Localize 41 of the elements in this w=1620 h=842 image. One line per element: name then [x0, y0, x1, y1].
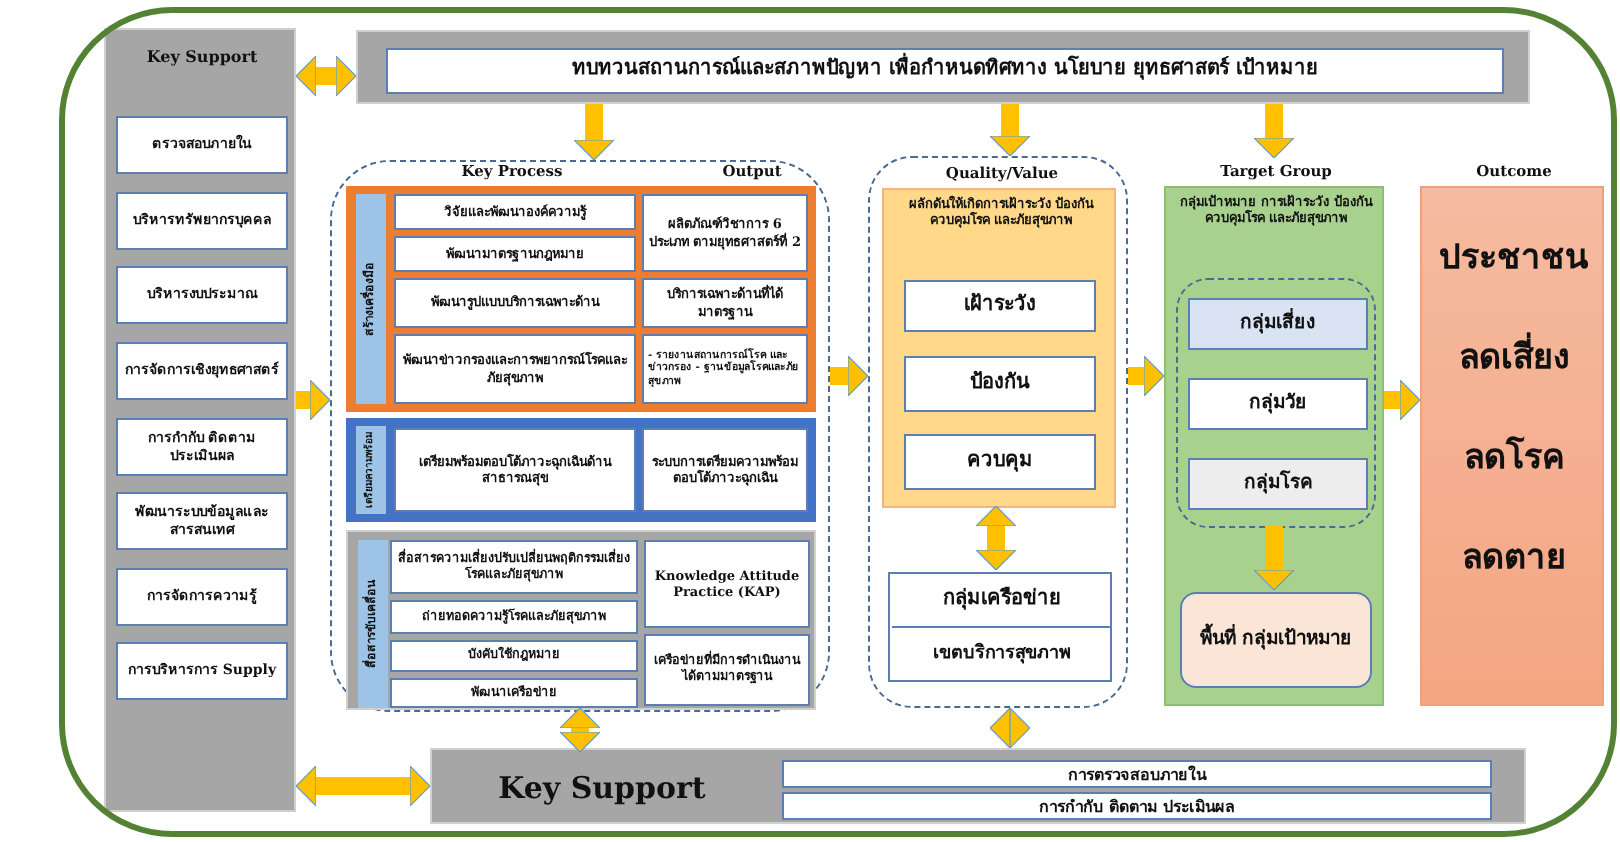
group-box: กลุ่มโรค [1188, 458, 1368, 510]
network-text: กลุ่มเครือข่าย [892, 576, 1112, 628]
value-box: ควบคุม [904, 434, 1096, 490]
group-box: กลุ่มวัย [1188, 378, 1368, 430]
outcome-text: ลดตาย [1460, 538, 1568, 582]
arrow [1384, 379, 1421, 421]
arrow [573, 104, 615, 161]
double-arrow [990, 708, 1030, 748]
arrow [296, 379, 331, 421]
side-panel [104, 28, 296, 812]
dashed-group [868, 156, 1128, 708]
support-band [430, 748, 1526, 824]
process-panel [346, 186, 816, 412]
banner-text: ทบทวนสถานการณ์และสภาพปัญหา เพื่อกำหนดทิศทาง นโยบาย ยุทธศาสตร์ เป้าหมาย [386, 48, 1504, 94]
band-heading: Key Support [496, 767, 708, 810]
process-panel [346, 530, 816, 710]
double-arrow [559, 707, 601, 753]
area-box: พื้นที่ กลุ่มเป้าหมาย [1180, 592, 1372, 688]
value-panel [882, 188, 1116, 508]
support-cell: การกำกับ ติดตาม ประเมินผล [782, 792, 1492, 820]
double-arrow [295, 765, 431, 807]
arrow [1128, 355, 1165, 397]
double-arrow [975, 505, 1017, 571]
banner-panel [356, 30, 1530, 104]
dashed-group [330, 160, 830, 712]
double-arrow [295, 55, 357, 97]
network-box [888, 572, 1112, 682]
process-panel [346, 418, 816, 522]
panel-heading: Key Support [144, 46, 260, 70]
arrow [989, 104, 1031, 157]
outcome-text: ลดโรค [1462, 438, 1566, 482]
network-text: เขตบริการสุขภาพ [931, 640, 1073, 669]
arrow [1253, 104, 1295, 159]
outcome-text: ประชาชน [1437, 238, 1591, 282]
group-box: กลุ่มเสี่ยง [1188, 298, 1368, 350]
value-box: ป้องกัน [904, 356, 1096, 412]
value-box: เฝ้าระวัง [904, 280, 1096, 332]
arrow [830, 355, 869, 397]
support-cell: การตรวจสอบภายใน [782, 760, 1492, 788]
dashed-group [1176, 278, 1376, 528]
arrow [1253, 526, 1295, 591]
